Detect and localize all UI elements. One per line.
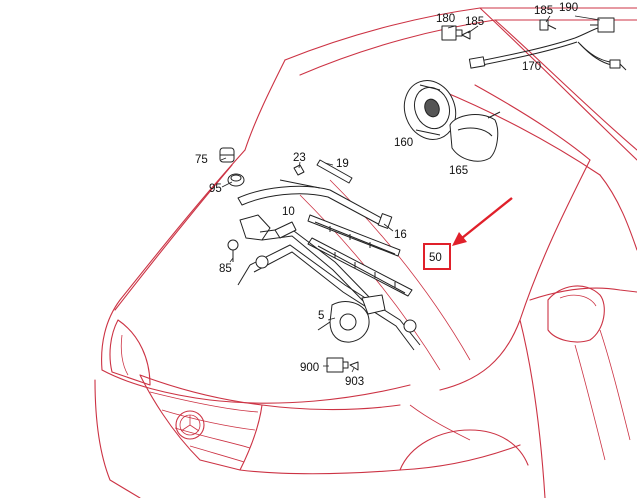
part-900-connector — [326, 357, 349, 373]
part-wiper-linkage — [237, 214, 421, 351]
callout-50: 50 — [429, 252, 442, 264]
part-95-nut — [227, 173, 245, 187]
callout-160: 160 — [394, 137, 413, 149]
highlight-box — [423, 243, 451, 270]
callout-16: 16 — [394, 229, 407, 241]
part-160-washer-pump — [403, 80, 457, 140]
part-50-wiper-blade — [307, 237, 413, 297]
vehicle-outline — [94, 7, 637, 498]
part-185-190-connectors — [539, 17, 615, 33]
callout-190: 190 — [559, 2, 578, 14]
part-5-wiper-motor — [317, 294, 386, 343]
callout-165: 165 — [449, 165, 468, 177]
callout-180: 180 — [436, 13, 455, 25]
callout-85: 85 — [219, 263, 232, 275]
part-10-wiper-arm — [237, 179, 393, 229]
callout-170: 170 — [522, 61, 541, 73]
part-903-pin — [349, 361, 359, 371]
callout-10: 10 — [282, 206, 295, 218]
callout-75: 75 — [195, 154, 208, 166]
callout-185-left: 185 — [465, 16, 484, 28]
part-23-cap — [293, 164, 305, 176]
callout-95: 95 — [209, 183, 222, 195]
highlight-part-50: 50 — [423, 197, 513, 270]
highlight-arrow — [461, 197, 513, 239]
part-165-bracket — [449, 111, 501, 162]
highlight-arrow-head — [452, 232, 467, 246]
callout-5: 5 — [318, 310, 324, 322]
callout-19: 19 — [336, 158, 349, 170]
callout-labels: 180 185 185 190 170 160 165 75 95 23 19 … — [195, 2, 578, 388]
part-85-bolt — [227, 239, 239, 262]
part-16-wiper-blade — [307, 214, 401, 257]
callout-185-right: 185 — [534, 5, 553, 17]
part-75-cap — [219, 147, 235, 163]
callout-903: 903 — [345, 376, 364, 388]
parts-group — [219, 17, 627, 373]
leader-lines — [220, 15, 601, 373]
part-170-washer-hose — [468, 27, 627, 71]
part-19-arm — [316, 159, 353, 184]
callout-23: 23 — [293, 152, 306, 164]
callout-900: 900 — [300, 362, 319, 374]
part-180-connector — [441, 25, 463, 41]
